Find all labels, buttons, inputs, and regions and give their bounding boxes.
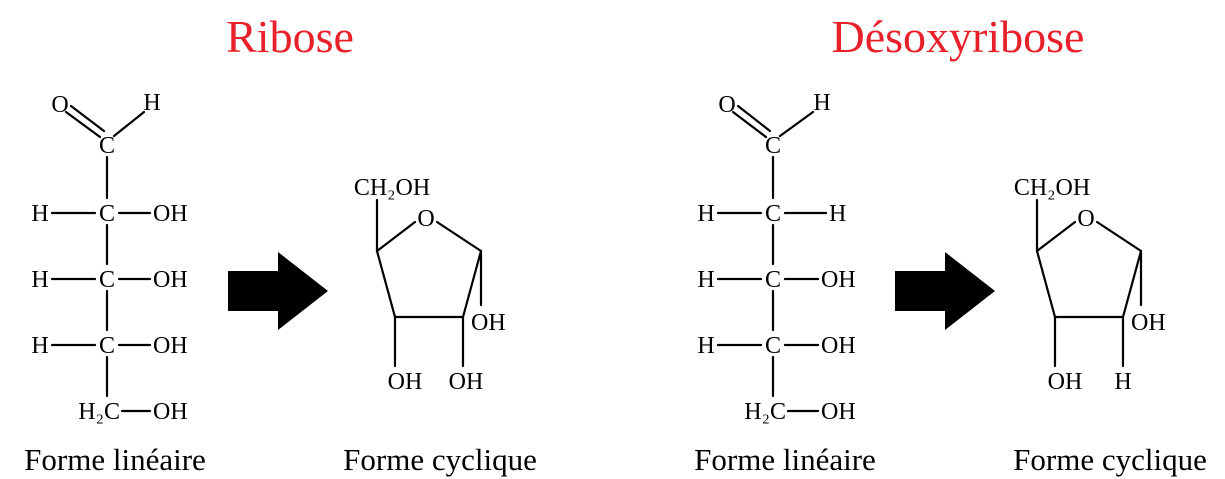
- row3-right: OH: [153, 267, 188, 293]
- carbon-1: C: [765, 133, 781, 159]
- desoxyribose-linear-form: O H C H C H H C OH H C OH H₂C: [694, 90, 876, 477]
- double-bond-b: [736, 104, 772, 133]
- desoxyribose-cyclic-caption: Forme cyclique: [1013, 442, 1207, 477]
- ring-bond-o-c1: [435, 220, 483, 253]
- ring-bond-c4-o: [375, 220, 417, 253]
- row5-left: H₂C: [78, 399, 120, 425]
- ribose-panel: Ribose O H C H C OH H C OH H C: [24, 11, 537, 477]
- double-bond-a: [64, 110, 102, 139]
- c2-substituent: H: [1114, 369, 1131, 395]
- ribose-cyclic-form: CH₂OH O OH OH OH Forme cyclique: [343, 175, 537, 477]
- ribose-linear-form: O H C H C OH H C OH H C OH H₂C: [24, 90, 206, 477]
- carbon-4: C: [99, 333, 115, 359]
- desoxyribose-panel: Désoxyribose O H C H C H H C OH H C: [694, 11, 1207, 477]
- row2-right: H: [829, 201, 846, 227]
- bond-c1-h: [778, 110, 815, 138]
- aldehyde-hydrogen: H: [143, 90, 160, 116]
- ring-bond-c3-c4: [375, 249, 397, 319]
- desoxyribose-title: Désoxyribose: [832, 11, 1085, 62]
- row4-left: H: [31, 333, 48, 359]
- row3-right: OH: [821, 267, 856, 293]
- aldehyde-hydrogen: H: [813, 90, 830, 116]
- ring-bond-c1-c2: [1121, 249, 1143, 319]
- carbon-1: C: [99, 133, 115, 159]
- row4-left: H: [697, 333, 714, 359]
- row4-right: OH: [821, 333, 856, 359]
- c3-substituent: OH: [388, 369, 423, 395]
- c3-substituent: OH: [1048, 369, 1083, 395]
- carbon-3: C: [99, 267, 115, 293]
- double-bond-b: [69, 104, 106, 133]
- aldehyde-oxygen: O: [51, 92, 68, 118]
- carbon-3: C: [765, 267, 781, 293]
- carbon-2: C: [765, 201, 781, 227]
- right-arrow-icon: [228, 252, 328, 330]
- row3-left: H: [31, 267, 48, 293]
- row5-right: OH: [153, 399, 188, 425]
- c2-substituent: OH: [449, 369, 484, 395]
- bond-c1-h: [112, 110, 146, 138]
- row3-left: H: [697, 267, 714, 293]
- ring-oxygen: O: [1077, 206, 1094, 232]
- desoxyribose-cyclic-form: CH₂OH O OH H OH Forme cyclique: [1013, 175, 1207, 477]
- ribose-cyclic-caption: Forme cyclique: [343, 442, 537, 477]
- row2-left: H: [31, 201, 48, 227]
- ring-bond-c4-o: [1035, 220, 1077, 253]
- right-arrow-icon: [895, 252, 995, 330]
- row5-left: H₂C: [744, 399, 786, 425]
- ch2oh-group: CH₂OH: [1014, 175, 1090, 201]
- ribose-title: Ribose: [226, 11, 354, 62]
- desoxyribose-linear-caption: Forme linéaire: [694, 442, 876, 477]
- c1-substituent: OH: [1131, 310, 1166, 336]
- ch2oh-group: CH₂OH: [354, 175, 430, 201]
- c1-substituent: OH: [471, 310, 506, 336]
- row2-left: H: [697, 201, 714, 227]
- ring-bond-o-c1: [1095, 220, 1143, 253]
- ring-bond-c1-c2: [461, 249, 483, 319]
- double-bond-a: [731, 110, 768, 139]
- row2-right: OH: [153, 201, 188, 227]
- carbon-2: C: [99, 201, 115, 227]
- row4-right: OH: [153, 333, 188, 359]
- aldehyde-oxygen: O: [718, 92, 735, 118]
- carbon-4: C: [765, 333, 781, 359]
- ring-bond-c3-c4: [1035, 249, 1057, 319]
- row5-right: OH: [821, 399, 856, 425]
- ring-oxygen: O: [417, 206, 434, 232]
- ribose-linear-caption: Forme linéaire: [24, 442, 206, 477]
